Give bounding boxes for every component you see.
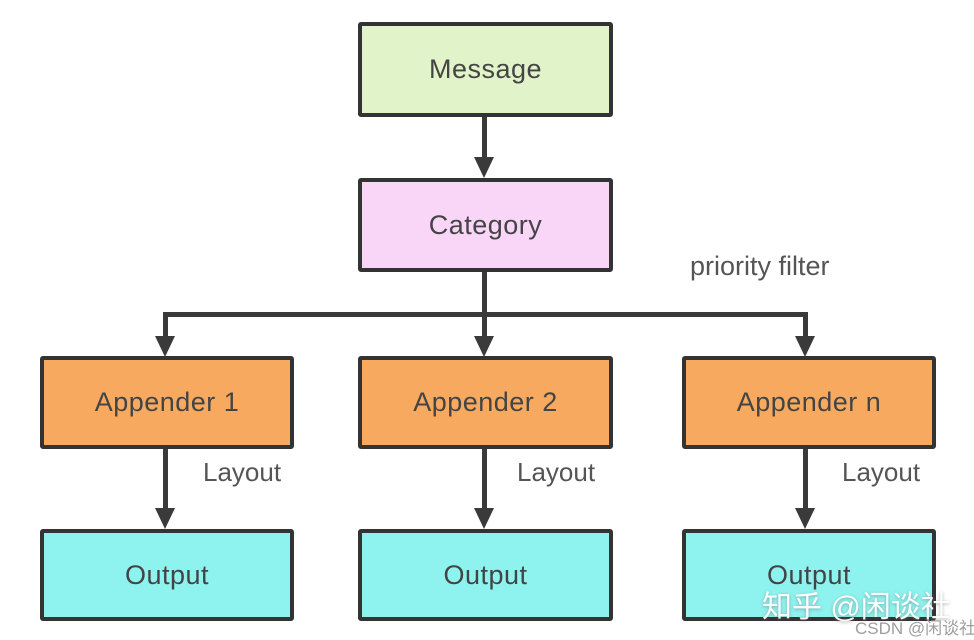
node-appender-1: Appender 1 — [40, 356, 294, 449]
node-output-3: Output — [682, 529, 936, 621]
arrowhead-to-appender1-icon — [155, 336, 175, 357]
arrowhead-to-appendern-icon — [795, 336, 815, 357]
node-appender-n: Appender n — [682, 356, 936, 449]
edge-message-category-line — [482, 116, 487, 158]
node-message: Message — [358, 22, 613, 117]
layout-label-1: Layout — [203, 457, 282, 487]
arrowhead-to-output3-icon — [795, 508, 815, 529]
branch-left-drop-line — [163, 312, 168, 338]
layout-label-2: Layout — [517, 457, 596, 487]
edge-appender2-output-line — [482, 448, 487, 508]
branch-right-drop-line — [803, 312, 808, 338]
node-appender-2: Appender 2 — [358, 356, 613, 449]
arrowhead-to-category-icon — [474, 157, 494, 178]
arrowhead-to-output2-icon — [474, 508, 494, 529]
arrowhead-to-appender2-icon — [474, 336, 494, 357]
edge-appendern-output-line — [803, 448, 808, 508]
layout-label-3: Layout — [842, 457, 921, 487]
node-category: Category — [358, 178, 613, 272]
edge-appender1-output-line — [163, 448, 168, 508]
node-output-2: Output — [358, 529, 613, 621]
zhihu-watermark: 知乎 @闲谈社 — [762, 591, 951, 624]
priority-filter-label: priority filter — [690, 251, 830, 281]
node-output-1: Output — [40, 529, 294, 621]
csdn-watermark: CSDN @闲谈社 — [855, 619, 974, 638]
arrowhead-to-output1-icon — [155, 508, 175, 529]
branch-horizontal-line — [163, 312, 808, 317]
edge-category-branch-line — [482, 271, 487, 337]
